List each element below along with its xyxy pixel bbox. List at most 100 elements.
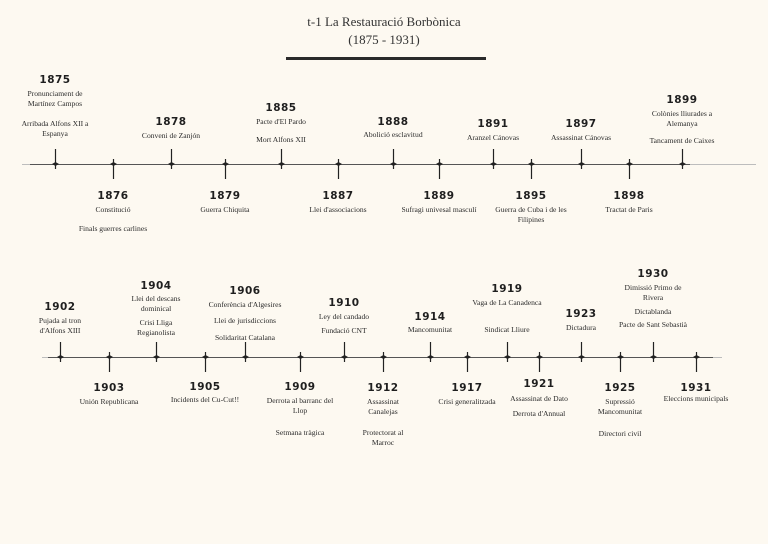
event-year: 1889 — [423, 190, 455, 202]
event-description: Abolició esclavitud — [363, 130, 423, 139]
event-year: 1904 — [140, 280, 172, 292]
timeline-tick-1878 — [167, 149, 176, 169]
timeline-tick-1897 — [577, 149, 586, 169]
event-description: Conveni de Zanjón — [141, 131, 201, 140]
event-description: Conferència d'Algesires — [208, 300, 282, 309]
event-description: Dimissió Primo de Rivera — [624, 283, 682, 303]
event-description: Setmana tràgica — [275, 427, 325, 437]
event-description: Dictadura — [566, 323, 596, 332]
timeline-tick-1910 — [340, 342, 349, 362]
event-description: Pacte de Sant Sebastià — [618, 320, 688, 330]
timeline-tick-1899 — [678, 149, 687, 169]
event-year: 1931 — [680, 382, 712, 394]
event-description: Llei d'associacions — [309, 205, 367, 214]
event-year: 1914 — [414, 311, 446, 323]
event-description: Sufragi univesal masculí — [401, 205, 477, 214]
timeline-tick-1914 — [426, 342, 435, 362]
timeline-tick-1887 — [334, 159, 343, 179]
event-description: Eleccions municipals — [663, 394, 729, 403]
event-description: Llei del descans dominical — [131, 294, 181, 314]
event-year: 1925 — [604, 382, 636, 394]
timeline-axis-top-line — [30, 164, 690, 165]
event-year: 1930 — [637, 268, 669, 280]
event-description: Finals guerres carlines — [78, 224, 148, 234]
event-description: Colònies lliurades a Alemanya — [651, 109, 713, 129]
event-year: 1888 — [377, 116, 409, 128]
event-description: Protectorat al Marroc — [362, 427, 404, 448]
event-description: Derrota al barranc del Llop — [266, 396, 334, 416]
event-year: 1878 — [155, 116, 187, 128]
event-year: 1902 — [44, 301, 76, 313]
timeline-tick-1905 — [201, 352, 210, 372]
event-year: 1903 — [93, 382, 125, 394]
event-description: Assassinat Canalejas — [366, 397, 400, 417]
timeline-tick-1921 — [535, 352, 544, 372]
event-year: 1921 — [523, 378, 555, 390]
timeline-tick-1902 — [56, 342, 65, 362]
event-year: 1899 — [666, 94, 698, 106]
event-description: Pujada al tron d'Alfons XIII — [38, 316, 82, 336]
timeline-axis-bottom-line — [48, 357, 713, 358]
event-description: Guerra Chiquita — [200, 205, 250, 214]
page-subtitle: (1875 - 1931) — [348, 32, 420, 47]
event-description: Fundació CNT — [321, 326, 367, 336]
event-description: Unión Republicana — [79, 397, 139, 406]
timeline-tick-1879 — [221, 159, 230, 179]
timeline-tick-1925 — [616, 352, 625, 372]
timeline-tick-1898 — [625, 159, 634, 179]
event-description: Tractat de Paris — [605, 205, 653, 214]
event-description: Arribada Alfons XII a Espanya — [21, 118, 89, 139]
event-description: Ley del candado — [318, 312, 370, 321]
timeline-tick-1930 — [649, 342, 658, 362]
event-year: 1898 — [613, 190, 645, 202]
event-description: Constitució — [95, 205, 131, 214]
event-year: 1876 — [97, 190, 129, 202]
event-year: 1910 — [328, 297, 360, 309]
title-underline — [286, 57, 486, 60]
timeline-tick-1904 — [152, 342, 161, 362]
event-description: Solidaritat Catalana — [214, 332, 276, 342]
event-description: Pacte d'El Pardo — [256, 117, 306, 126]
event-description: Derrota d'Annual — [512, 409, 566, 419]
event-year: 1917 — [451, 382, 483, 394]
event-description: Supressió Mancomunitat — [597, 397, 643, 417]
event-description: Dictablanda — [634, 306, 672, 316]
event-description: Incidents del Cu-Cut!! — [170, 395, 240, 404]
event-description: Crisi Lliga Regianolista — [137, 317, 175, 338]
event-year: 1919 — [491, 283, 523, 295]
event-description: Assassinat Cánovas — [550, 133, 612, 142]
timeline-tick-1895 — [527, 159, 536, 179]
timeline-tick-1919 — [503, 342, 512, 362]
page-title: t-1 La Restauració Borbònica — [307, 14, 461, 29]
event-description: Mort Alfons XII — [256, 135, 306, 145]
timeline-tick-1909 — [296, 352, 305, 372]
event-year: 1895 — [515, 190, 547, 202]
event-year: 1885 — [265, 102, 297, 114]
event-description: Directori civil — [598, 428, 642, 438]
event-description: Tancament de Caixes — [649, 135, 715, 145]
timeline-tick-1917 — [463, 352, 472, 372]
event-description: Mancomunitat — [407, 325, 453, 334]
timeline-tick-1931 — [692, 352, 701, 372]
event-year: 1891 — [477, 118, 509, 130]
event-description: Pronunciament de Martínez Campos — [27, 89, 83, 109]
timeline-tick-1889 — [435, 159, 444, 179]
event-year: 1923 — [565, 308, 597, 320]
event-year: 1875 — [39, 74, 71, 86]
event-description: Assassinat de Dato — [510, 394, 568, 403]
timeline-tick-1885 — [277, 149, 286, 169]
event-description: Vaga de La Canadenca — [472, 298, 542, 307]
timeline-tick-1891 — [489, 149, 498, 169]
event-year: 1912 — [367, 382, 399, 394]
event-year: 1906 — [229, 285, 261, 297]
event-description: Guerra de Cuba i de les Filipines — [495, 205, 567, 225]
timeline-tick-1923 — [577, 342, 586, 362]
event-year: 1897 — [565, 118, 597, 130]
event-description: Crisi generalitzada — [438, 397, 496, 406]
timeline-tick-1903 — [105, 352, 114, 372]
event-year: 1879 — [209, 190, 241, 202]
timeline-tick-1876 — [109, 159, 118, 179]
event-year: 1905 — [189, 381, 221, 393]
timeline-tick-1912 — [379, 352, 388, 372]
event-description: Aranzel Cánovas — [466, 133, 520, 142]
